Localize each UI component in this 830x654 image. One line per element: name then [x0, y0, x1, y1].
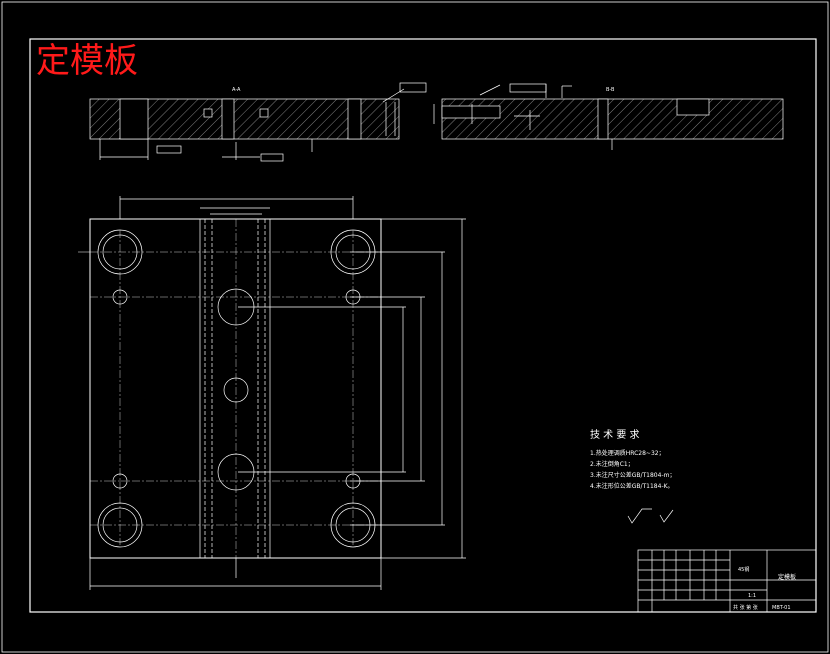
section-view-b — [433, 83, 784, 150]
title-block-scale: 1:1 — [748, 593, 756, 599]
runner-holes — [217, 288, 255, 491]
title-block-part-name: 定模板 — [778, 573, 796, 581]
leader-pin-holes — [97, 229, 376, 548]
title-block-drawing-no: MBT-01 — [772, 605, 791, 611]
tech-requirement-3: 3.未注尺寸公差GB/T1804-m； — [590, 471, 675, 479]
surface-finish-symbol — [627, 508, 674, 524]
tech-requirement-4: 4.未注形位公差GB/T1184-K。 — [590, 482, 674, 490]
tech-requirement-1: 1.热处理调质HRC28~32； — [590, 449, 665, 457]
screw-holes — [112, 289, 361, 489]
tech-requirement-2: 2.未注倒角C1； — [590, 460, 634, 468]
drawing-title: 定模板 — [36, 41, 138, 81]
title-block-footer: 共 张 第 张 — [733, 604, 758, 611]
section-label-b: B-B — [606, 87, 615, 93]
plan-view — [78, 196, 466, 590]
tech-requirements-heading: 技 术 要 求 — [590, 428, 640, 441]
section-view-a — [89, 82, 427, 162]
inner-frame — [29, 38, 817, 613]
title-block — [637, 549, 817, 613]
section-label-a: A-A — [232, 87, 241, 93]
title-block-material: 45钢 — [738, 566, 749, 573]
